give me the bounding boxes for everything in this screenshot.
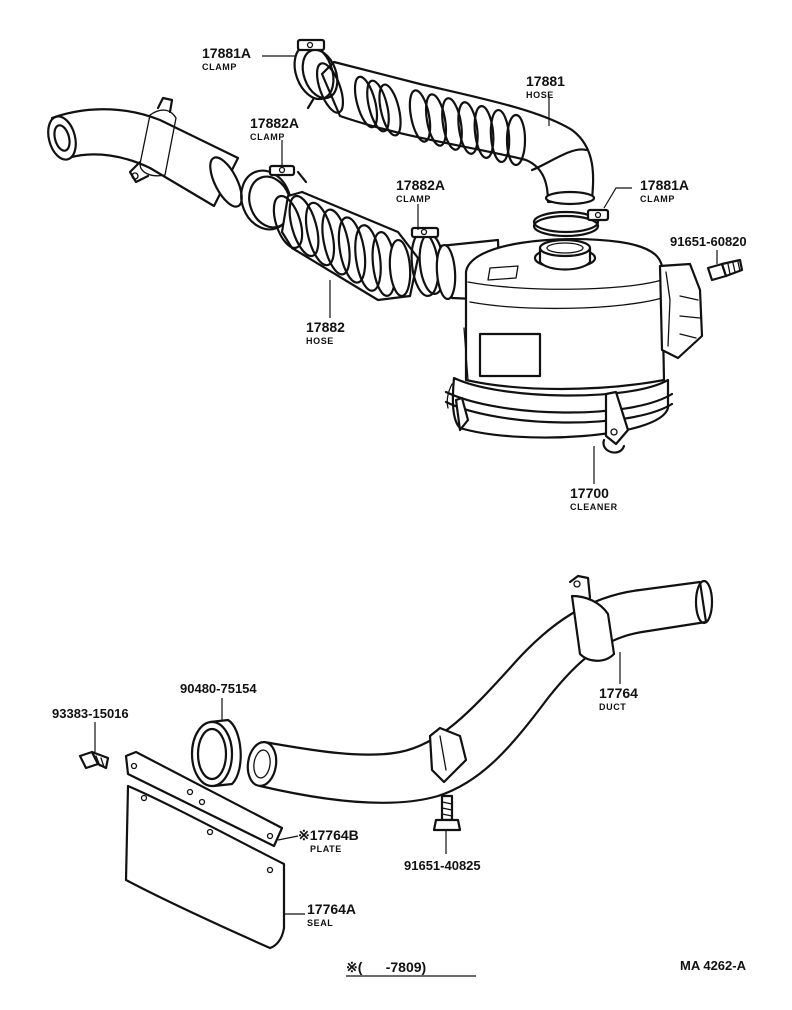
callout-93383-15016-number: 93383-15016	[52, 706, 129, 721]
callout-17700-name: CLEANER	[570, 502, 618, 512]
callout-17764b-name: PLATE	[310, 844, 342, 854]
duct-17764	[246, 574, 714, 804]
clamp-17881a-ring	[532, 208, 610, 238]
callout-17764b-number: ※17764B	[298, 827, 359, 843]
callout-17882a-left-name: CLAMP	[250, 132, 285, 142]
leader-lines	[94, 55, 718, 977]
drawing-reference: MA 4262-A	[680, 958, 747, 973]
callout-17881-number: 17881	[526, 73, 565, 89]
callout-17700-number: 17700	[570, 485, 609, 501]
seal-17764a	[124, 784, 286, 950]
plate-17764b	[124, 750, 284, 848]
callout-17764a-number: 17764A	[307, 901, 356, 917]
callout-90480-75154-number: 90480-75154	[180, 681, 257, 696]
callout-17882a-left-number: 17882A	[250, 115, 299, 131]
bolt-93383-15016	[78, 750, 110, 770]
callout-91651-40825-number: 91651-40825	[404, 858, 481, 873]
clamp-17881a-top	[293, 38, 339, 110]
bolt-91651-40825	[432, 794, 462, 832]
clamp-17882a-left	[240, 164, 308, 231]
callout-91651-60820-number: 91651-60820	[670, 234, 747, 249]
callout-17764a-name: SEAL	[307, 918, 333, 928]
callout-17764-name: DUCT	[599, 702, 626, 712]
footnote: ※( -7809)	[346, 959, 426, 975]
callout-17882a-right-number: 17882A	[396, 177, 445, 193]
callout-17882a-right-name: CLAMP	[396, 194, 431, 204]
callout-17881a-top-name: CLAMP	[202, 62, 237, 72]
callout-17881a-ring-name: CLAMP	[640, 194, 675, 204]
air-cleaner-17700	[435, 238, 704, 454]
callout-17882-number: 17882	[306, 319, 345, 335]
hose-17882	[272, 190, 420, 302]
ring-90480-75154	[190, 718, 242, 788]
callout-17881a-ring-number: 17881A	[640, 177, 689, 193]
callout-17881a-top-number: 17881A	[202, 45, 251, 61]
bolt-91651-60820	[706, 258, 744, 282]
intake-pipe	[47, 96, 243, 208]
callout-17881-name: HOSE	[526, 90, 554, 100]
hose-17881	[315, 60, 596, 206]
callout-17882-name: HOSE	[306, 336, 334, 346]
callout-17764-number: 17764	[599, 685, 638, 701]
